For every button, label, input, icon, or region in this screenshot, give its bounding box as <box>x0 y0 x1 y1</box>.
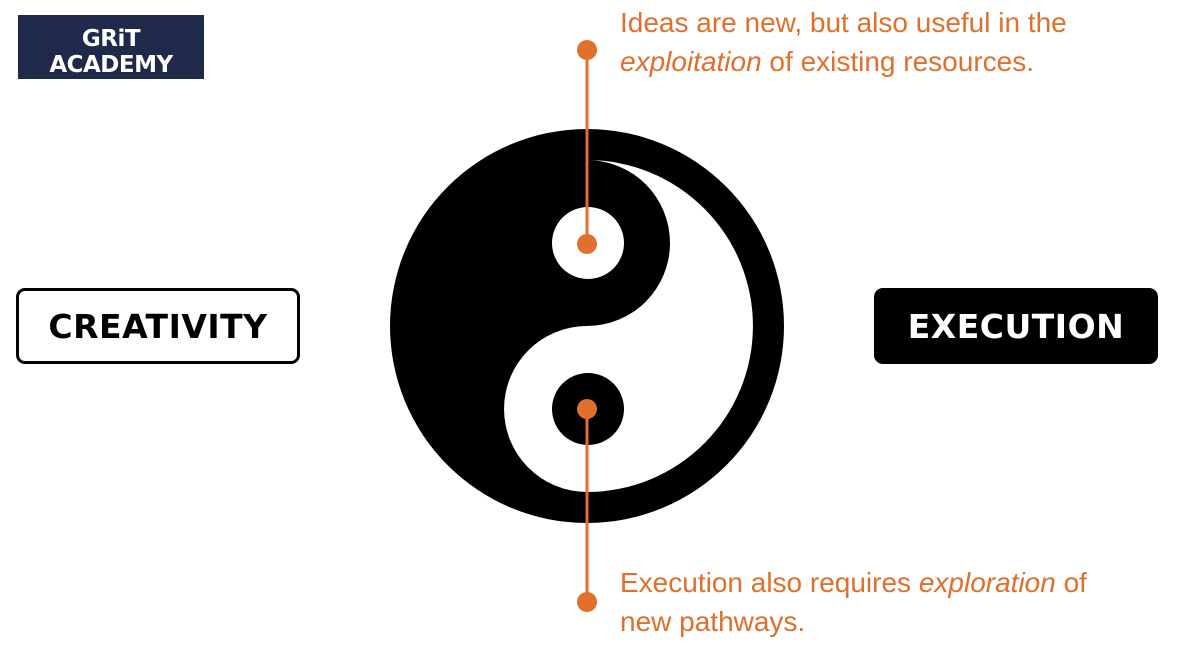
callout-bottom-text: Execution also requires exploration of n… <box>620 563 1087 641</box>
callout-top-text: Ideas are new, but also useful in the ex… <box>620 3 1067 81</box>
callout-connector-top <box>577 40 597 254</box>
logo-tagline: BE GOOD, BE VERY GOOD <box>62 83 160 90</box>
callout-top-line1: Ideas are new, but also useful in the <box>620 7 1067 38</box>
connector-bottom-start-dot <box>577 399 597 419</box>
execution-box: EXECUTION <box>874 288 1158 364</box>
logo-brand-text: GRiT ACADEMY <box>49 26 173 78</box>
creativity-label: CREATIVITY <box>48 306 268 346</box>
connector-top-end-dot <box>577 234 597 254</box>
execution-label: EXECUTION <box>907 306 1125 346</box>
callout-connector-bottom <box>577 399 597 612</box>
connector-bottom-end-dot <box>577 592 597 612</box>
creativity-box: CREATIVITY <box>16 288 300 364</box>
callout-top-line2-rest: of existing resources. <box>761 46 1034 77</box>
callout-bottom-line1-end: of <box>1055 567 1087 598</box>
callout-bottom-line2: new pathways. <box>620 606 806 637</box>
grit-academy-logo: GRiT ACADEMY BE GOOD, BE VERY GOOD <box>18 15 204 90</box>
callout-bottom-emphasis: exploration <box>918 567 1056 598</box>
callout-top-emphasis: exploitation <box>620 46 762 77</box>
callout-bottom-line1-start: Execution also requires <box>620 567 919 598</box>
connector-top-start-dot <box>577 40 597 60</box>
